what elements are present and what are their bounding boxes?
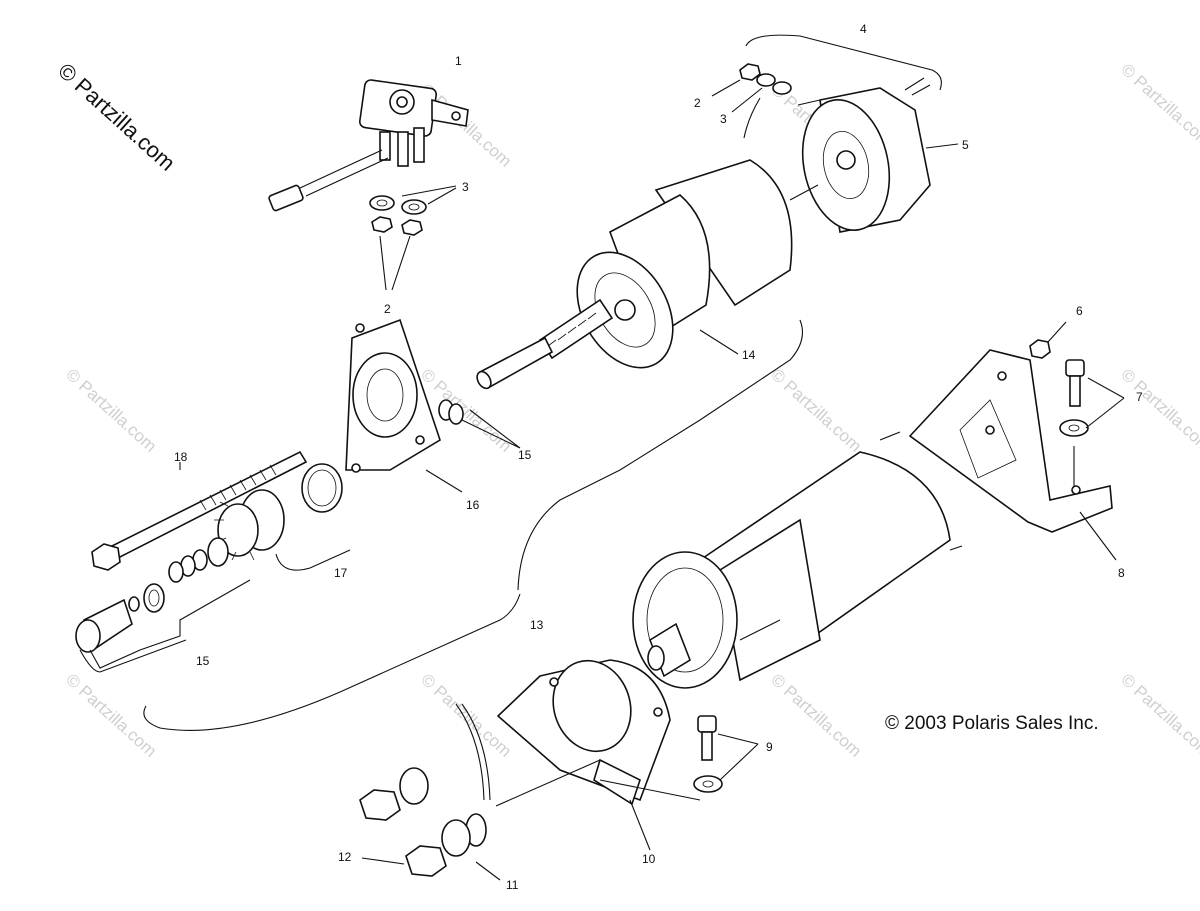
part-11-ground-wire	[455, 703, 491, 847]
callout-10: 10	[642, 852, 656, 866]
part-2-nut-top	[739, 63, 761, 81]
part-1-brush-holder	[268, 79, 469, 212]
callout-11: 11	[506, 878, 519, 892]
callout-6: 6	[1076, 304, 1083, 318]
callout-8: 8	[1118, 566, 1125, 580]
callout-2: 2	[694, 96, 701, 110]
part-16-end-plate	[345, 318, 441, 473]
starter-motor-body	[632, 431, 963, 689]
callout-1: 1	[455, 54, 462, 68]
part-6-nut	[1029, 339, 1051, 359]
part-18-through-bolt	[91, 450, 308, 571]
callout-3: 3	[720, 112, 727, 126]
callout-16: 16	[466, 498, 480, 512]
callout-14: 14	[742, 348, 756, 362]
callout-9: 9	[766, 740, 773, 754]
callout-15: 15	[518, 448, 532, 462]
part-2-nuts-left	[371, 216, 423, 236]
copyright-notice: © 2003 Polaris Sales Inc.	[885, 713, 1099, 734]
callout-12: 12	[338, 850, 352, 864]
part-15-bushing-upper	[438, 399, 464, 425]
part-3-washers-left	[369, 195, 427, 215]
part-8-mounting-bracket	[908, 349, 1113, 533]
callout-15: 15	[196, 654, 210, 668]
callout-7: 7	[1136, 390, 1143, 404]
callout-17: 17	[334, 566, 348, 580]
part-10-strap	[496, 659, 671, 806]
callout-18: 18	[174, 450, 188, 464]
part-7-bolt-washer	[1059, 359, 1089, 437]
part-3-washer-top	[756, 73, 792, 95]
callout-5: 5	[962, 138, 969, 152]
part-17-drive-gear	[168, 489, 285, 583]
part-15-sleeve-lower	[75, 583, 165, 653]
callout-13: 13	[530, 618, 544, 632]
part-14-armature	[476, 159, 793, 390]
part-9-bolt-washer	[693, 715, 723, 793]
part-12-bolts	[359, 767, 471, 877]
callout-2: 2	[384, 302, 391, 316]
callout-3: 3	[462, 180, 469, 194]
part-5-end-cap	[797, 77, 931, 233]
callout-4: 4	[860, 22, 867, 36]
